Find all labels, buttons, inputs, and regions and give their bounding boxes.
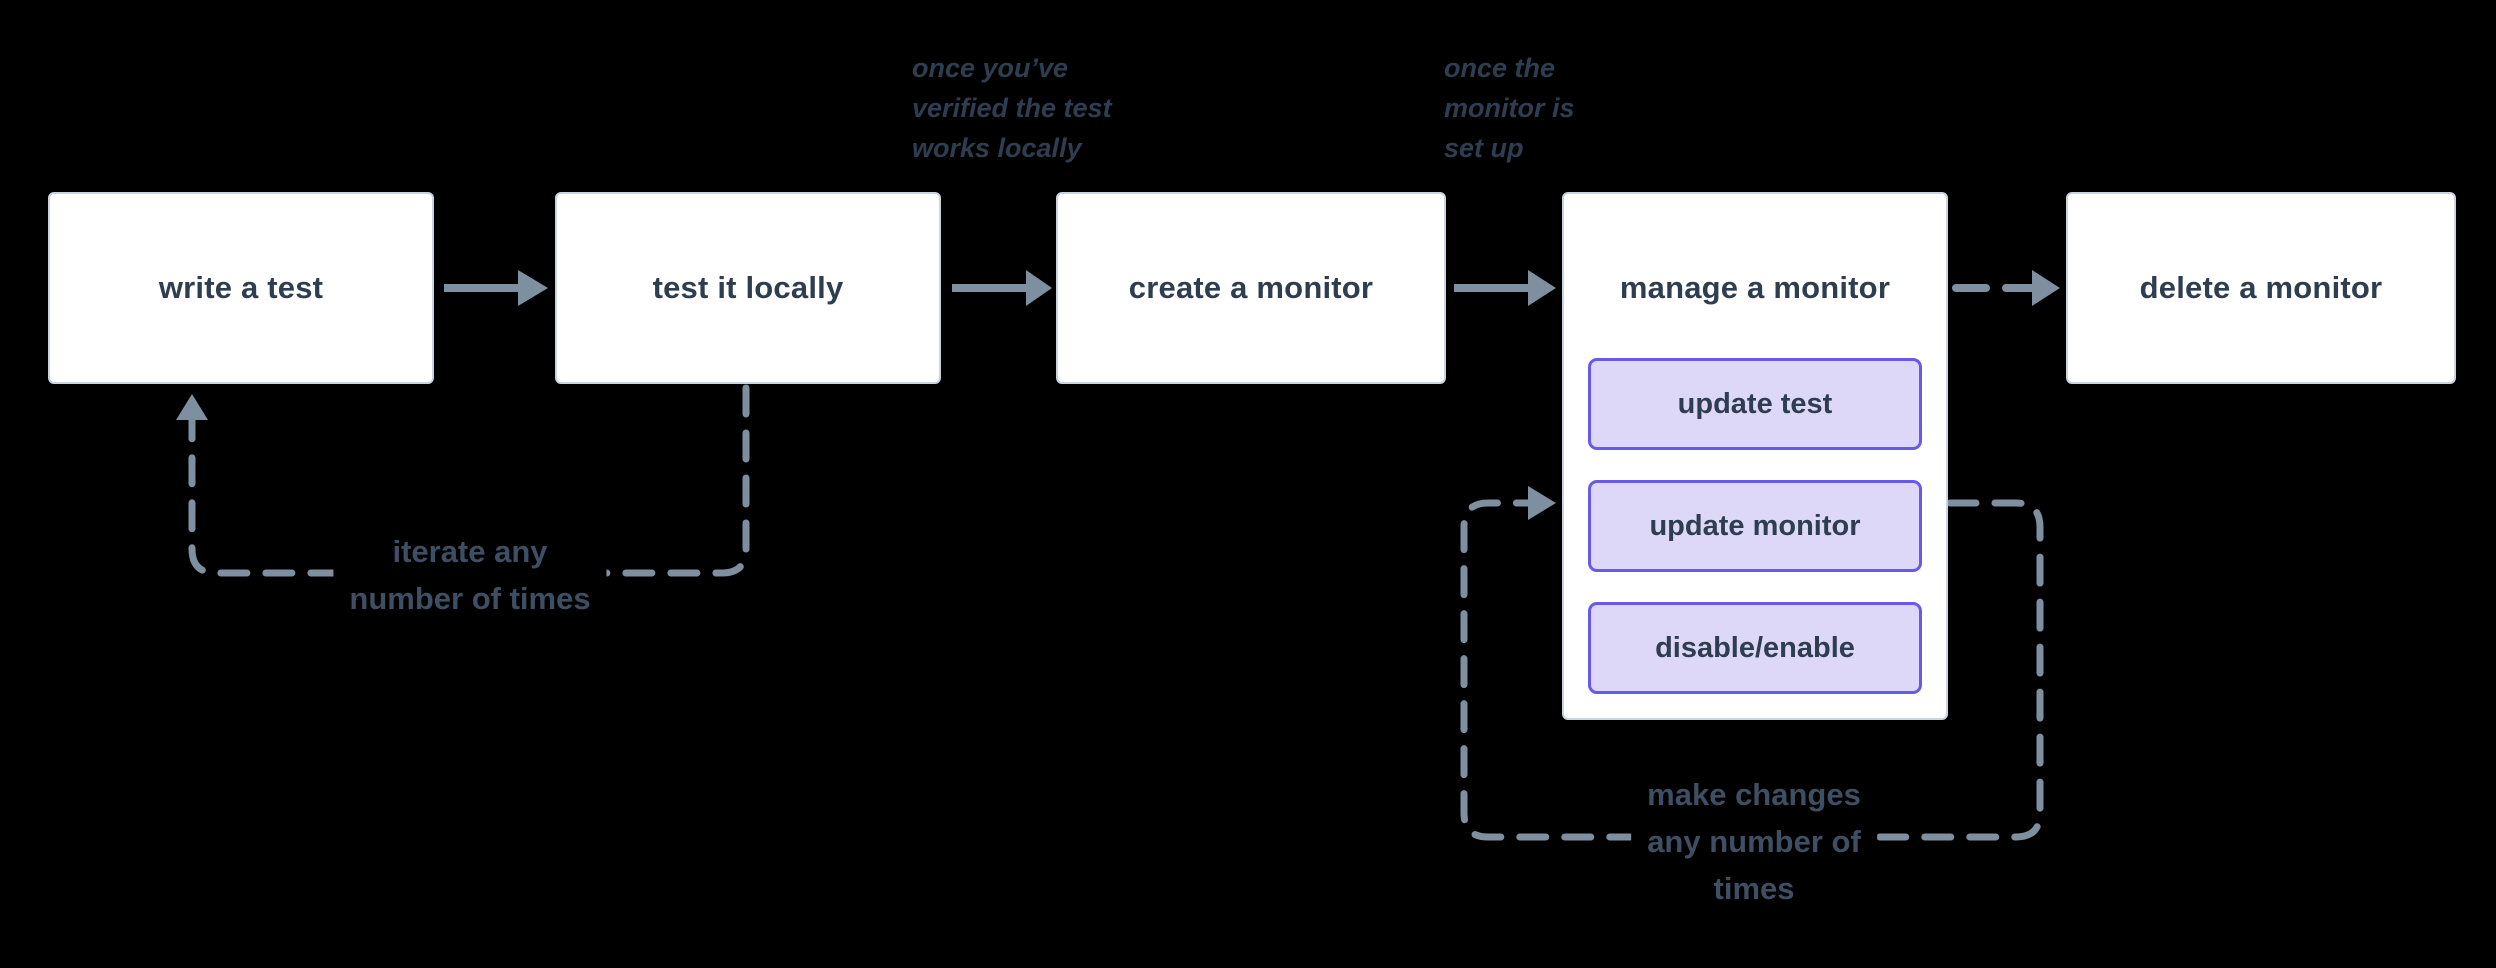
loop-label-line: number of times [349,581,591,616]
loop-label-line: any number of [1647,824,1861,859]
loop-label-line: times [1713,871,1795,906]
node-create-a-monitor: create a monitor [1056,192,1446,384]
action-label: update monitor [1649,509,1861,542]
node-test-it-locally: test it locally [555,192,941,384]
action-disable-enable: disable/enable [1588,602,1922,694]
node-title-area: manage a monitor [1564,194,1946,382]
arrow-manage-to-delete-head [2032,270,2060,306]
action-update-monitor: update monitor [1588,480,1922,572]
arrow-write-to-test-head [518,270,548,306]
node-label: manage a monitor [1619,270,1891,305]
note-line: works locally [912,133,1082,163]
note-once-verified: once you’ve verified the test works loca… [912,48,1112,168]
loop-label-iterate: iterate any number of times [333,526,607,624]
note-line: set up [1444,133,1524,163]
action-label: update test [1677,387,1833,420]
note-line: verified the test [912,93,1112,123]
note-once-set-up: once the monitor is set up [1444,48,1575,168]
arrow-create-to-manage-head [1528,270,1556,306]
note-line: monitor is [1444,93,1575,123]
node-label: delete a monitor [2139,270,2383,305]
loop-label-line: iterate any [392,534,548,569]
loop-make-changes-arrowhead [1528,486,1556,520]
loop-label-make-changes: make changes any number of times [1631,769,1877,914]
node-label: test it locally [652,270,844,305]
action-label: disable/enable [1655,631,1855,664]
node-delete-a-monitor: delete a monitor [2066,192,2456,384]
note-line: once you’ve [912,53,1069,83]
node-label: create a monitor [1128,270,1374,305]
node-label: write a test [158,270,324,305]
loop-iterate-arrowhead [176,394,208,420]
action-update-test: update test [1588,358,1922,450]
arrow-test-to-create-head [1026,270,1052,306]
note-line: once the [1444,53,1556,83]
node-manage-a-monitor: manage a monitor update test update moni… [1562,192,1948,720]
node-write-a-test: write a test [48,192,434,384]
loop-label-line: make changes [1647,777,1861,812]
